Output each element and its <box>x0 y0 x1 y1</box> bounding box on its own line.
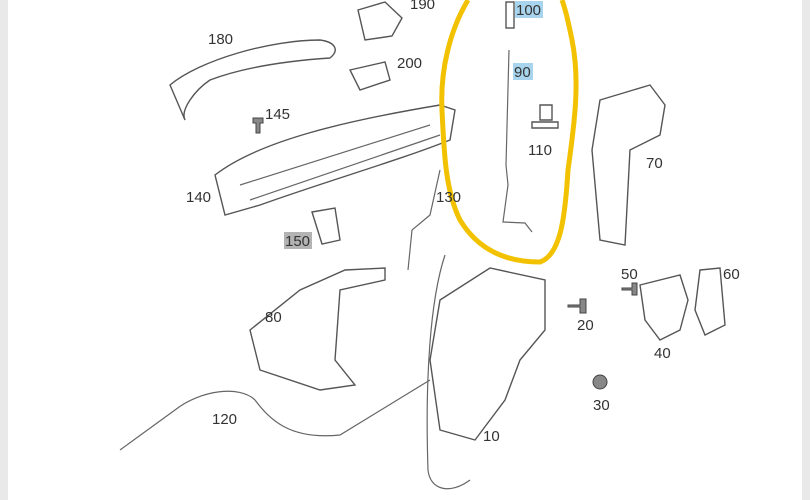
part-60-plate[interactable] <box>694 267 726 336</box>
part-140-detail <box>239 124 441 201</box>
label-80: 80 <box>265 309 282 326</box>
label-150: 150 <box>285 233 310 250</box>
label-30: 30 <box>593 397 610 414</box>
label-140: 140 <box>186 189 211 206</box>
part-30-nut[interactable] <box>592 374 608 390</box>
label-150-highlight <box>284 232 312 249</box>
label-110: 110 <box>528 142 552 159</box>
part-150-sensor[interactable] <box>311 207 341 245</box>
label-90-highlight <box>513 63 533 80</box>
part-120-cable[interactable] <box>119 379 431 451</box>
parts-diagram: 190 180 200 145 140 150 130 100 90 110 7… <box>8 0 802 500</box>
label-180: 180 <box>208 31 233 48</box>
part-130-rod[interactable] <box>407 169 441 271</box>
label-200: 200 <box>397 55 422 72</box>
part-80-bracket[interactable] <box>249 267 386 391</box>
label-40: 40 <box>654 345 671 362</box>
label-10: 10 <box>483 428 500 445</box>
part-110-bushing[interactable] <box>531 104 559 129</box>
label-100-highlight <box>515 1 543 18</box>
part-200-clip[interactable] <box>348 61 391 91</box>
part-50-screw[interactable] <box>621 282 638 296</box>
label-190: 190 <box>410 0 435 13</box>
part-20-screw[interactable] <box>567 298 587 314</box>
part-10-cable <box>426 254 471 490</box>
diagram-svg: 190 180 200 145 140 150 130 100 90 110 7… <box>119 0 740 490</box>
part-90-rod[interactable] <box>502 49 533 233</box>
label-120: 120 <box>212 411 237 428</box>
label-90: 90 <box>514 64 531 81</box>
label-130: 130 <box>436 189 461 206</box>
yellow-highlight-circle <box>439 0 579 265</box>
part-70-bracket[interactable] <box>591 84 666 246</box>
part-40-striker[interactable] <box>639 274 689 341</box>
label-20: 20 <box>577 317 594 334</box>
part-140-handle-carrier[interactable] <box>214 104 456 216</box>
part-145-screw[interactable] <box>252 117 264 134</box>
part-180-door-handle[interactable] <box>169 39 336 121</box>
part-100-pin[interactable] <box>505 1 515 29</box>
part-10-door-lock[interactable] <box>429 267 546 441</box>
label-60: 60 <box>723 266 740 283</box>
label-100: 100 <box>516 2 541 19</box>
label-50: 50 <box>621 266 638 283</box>
label-70: 70 <box>646 155 663 172</box>
part-190-cap[interactable] <box>357 1 403 41</box>
label-145: 145 <box>265 106 290 123</box>
